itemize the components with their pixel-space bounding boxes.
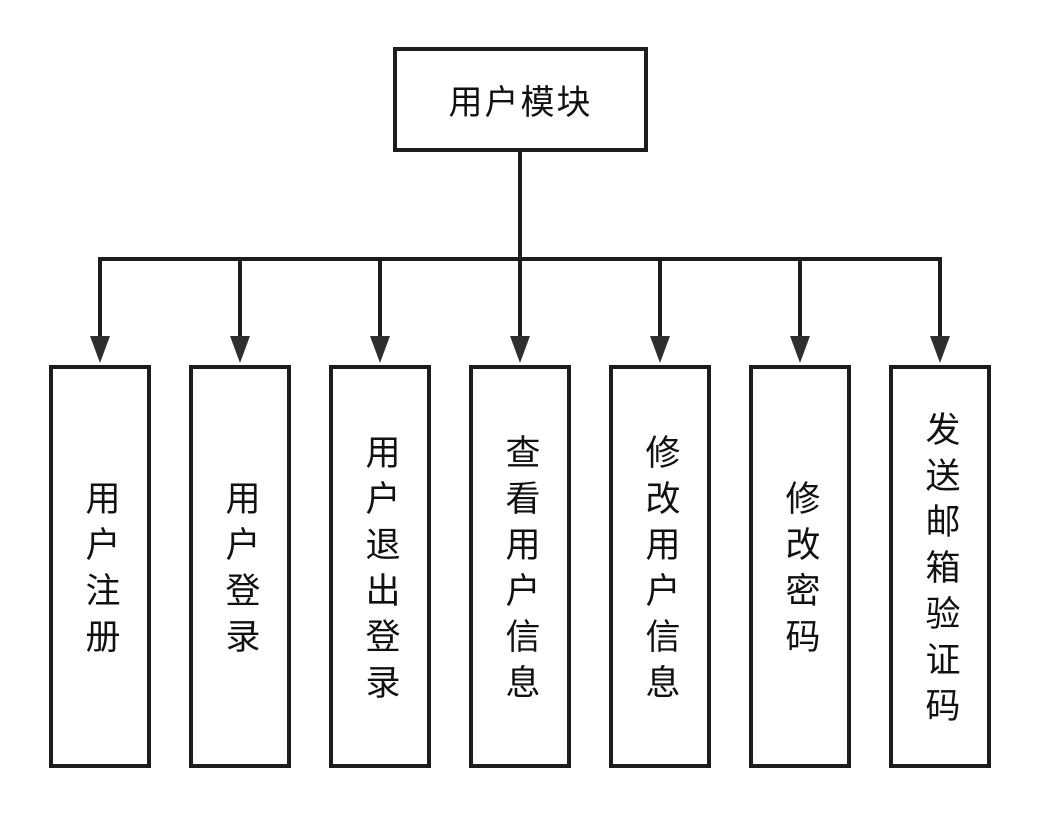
node-user-register: 用户注册 — [49, 365, 151, 768]
node-label: 用户退出登录 — [360, 434, 400, 710]
node-send-email-code: 发送邮箱验证码 — [889, 365, 991, 768]
node-view-user-info: 查看用户信息 — [469, 365, 571, 768]
node-label: 用户登录 — [220, 480, 260, 664]
node-user-logout: 用户退出登录 — [329, 365, 431, 768]
node-label: 发送邮箱验证码 — [920, 411, 960, 733]
node-label: 用户模块 — [448, 84, 593, 122]
node-edit-user-info: 修改用户信息 — [609, 365, 711, 768]
arrowhead-icon — [90, 336, 950, 363]
node-label: 修改用户信息 — [640, 434, 680, 710]
node-label: 查看用户信息 — [500, 434, 540, 710]
node-change-password: 修改密码 — [749, 365, 851, 768]
node-user-login: 用户登录 — [189, 365, 291, 768]
node-label: 修改密码 — [780, 480, 820, 664]
node-label: 用户注册 — [80, 480, 120, 664]
node-user-module: 用户模块 — [393, 47, 648, 152]
